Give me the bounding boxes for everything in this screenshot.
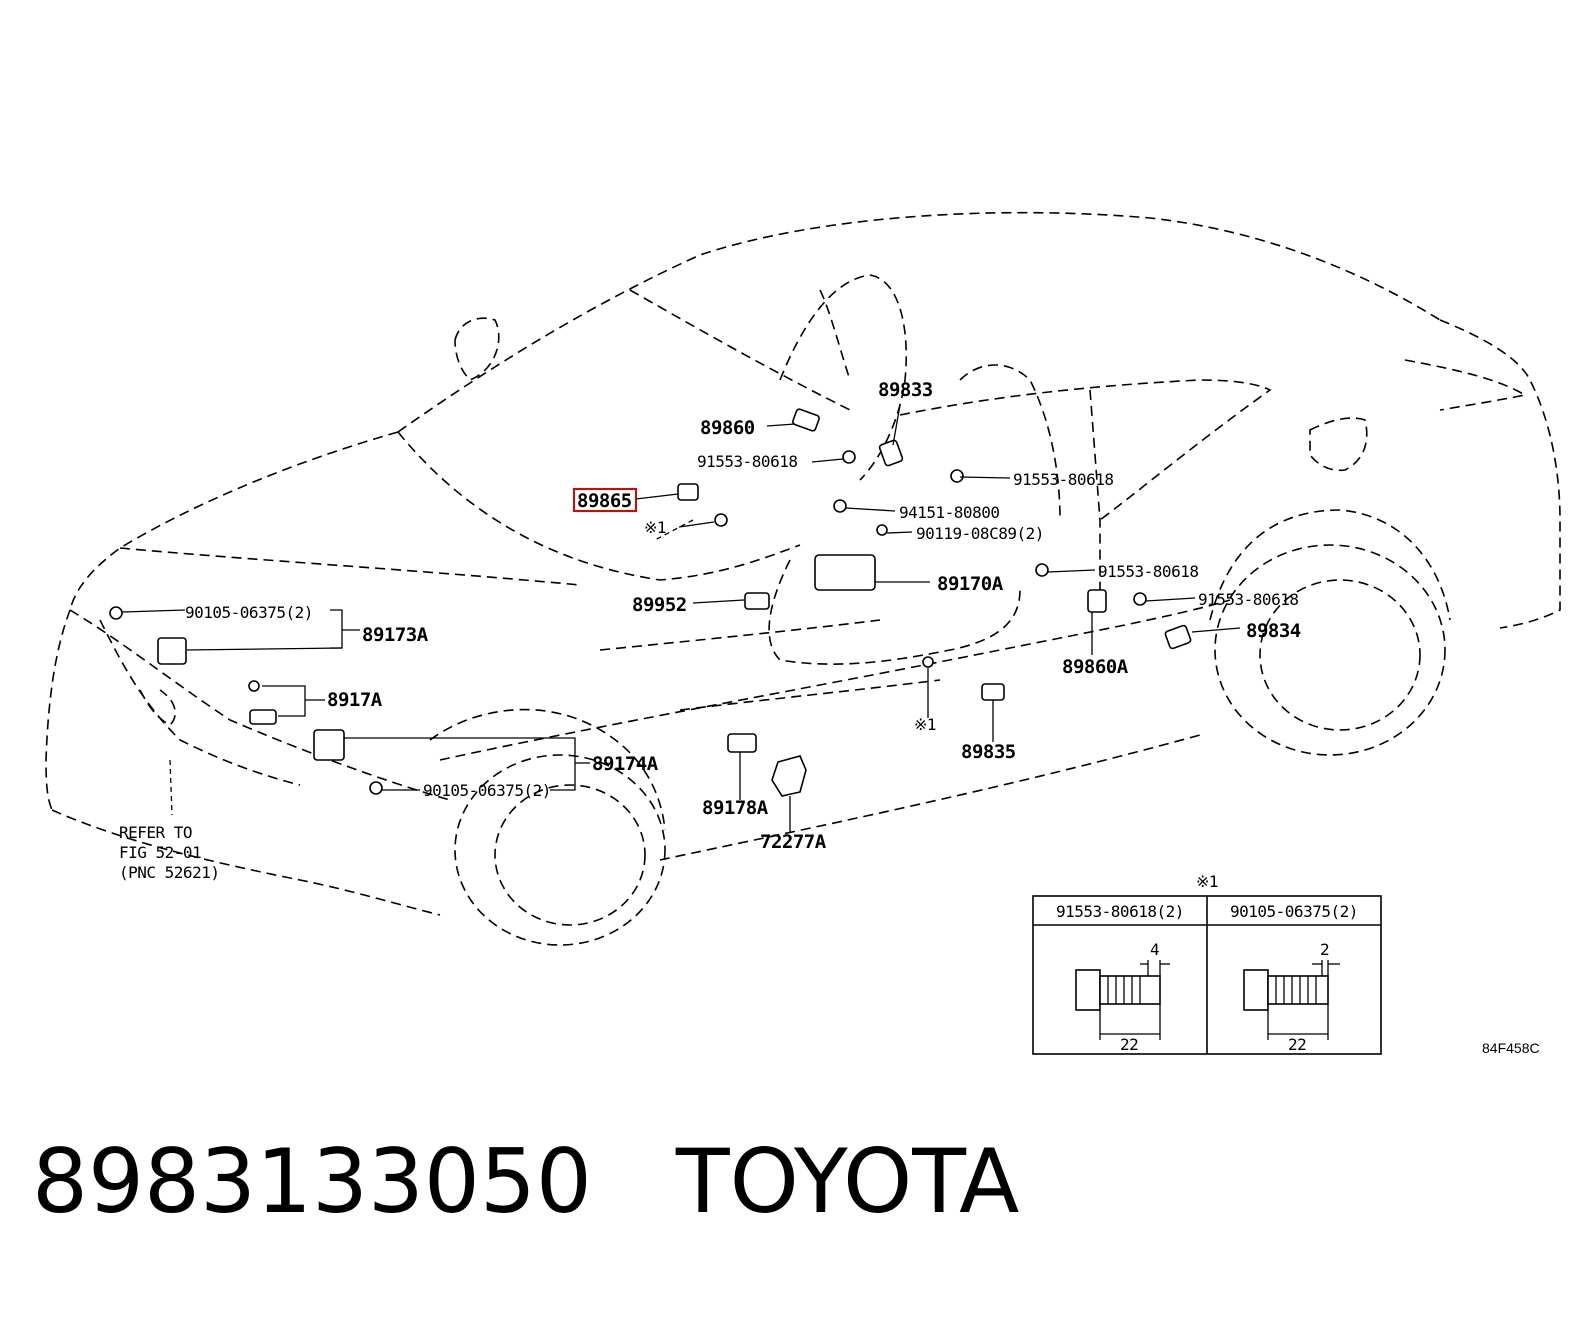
label-72277A: 72277A	[760, 831, 827, 853]
bolt-note1-b	[922, 656, 934, 668]
sensor-89174A	[313, 729, 345, 761]
bolt-91553-a	[842, 450, 856, 464]
label-89860A: 89860A	[1062, 656, 1129, 678]
label-89834: 89834	[1246, 620, 1301, 642]
sensor-89835	[981, 683, 1005, 701]
sensor-89952	[744, 592, 770, 610]
leader-lines	[121, 404, 1241, 832]
label-89170A: 89170A	[937, 573, 1004, 595]
sensor-89860	[792, 408, 820, 432]
ecu-89170A	[814, 554, 876, 591]
table-header-col2: 90105-06375(2)	[1230, 902, 1358, 921]
label-note1-a: ※1	[644, 518, 666, 537]
sensor-89178A	[727, 733, 757, 753]
label-89833: 89833	[878, 379, 933, 401]
label-89865: 89865	[577, 490, 632, 512]
bolt-8917A	[248, 680, 260, 692]
bolt-90105-b	[369, 781, 383, 795]
sensor-89833	[878, 439, 904, 467]
bracket-72277A	[771, 755, 807, 797]
label-89174A: 89174A	[592, 753, 659, 775]
figure-code: 84F458C	[1482, 1040, 1540, 1056]
footer-caption: 8983133050 TOYOTA	[32, 1138, 1019, 1226]
bolt-drawing-1: 4 22	[1075, 940, 1170, 1054]
sensor-89860A	[1087, 589, 1107, 613]
bolt-note1-a	[714, 513, 728, 527]
refer-line-2: FIG 52-01	[119, 843, 201, 862]
parts	[109, 408, 1192, 797]
bolt-detail-table: ※1 91553-80618(2) 90105-06375(2) 4 22	[1032, 872, 1382, 1055]
label-note1-b: ※1	[914, 715, 936, 734]
footer-part-number: 8983133050	[32, 1130, 592, 1233]
highlight-box-89865	[573, 488, 637, 512]
refer-line-1: REFER TO	[119, 823, 192, 842]
bolt-91553-d	[1133, 592, 1147, 606]
label-91553-a: 91553-80618	[697, 452, 797, 471]
bolt2-dim-length: 22	[1288, 1035, 1306, 1054]
label-91553-b: 91553-80618	[1013, 470, 1113, 489]
label-8917A: 8917A	[327, 689, 383, 711]
label-90119: 90119-08C89(2)	[916, 524, 1044, 543]
refer-line-3: (PNC 52621)	[119, 863, 219, 882]
table-header-col1: 91553-80618(2)	[1056, 902, 1184, 921]
footer-brand: TOYOTA	[675, 1130, 1020, 1233]
label-89835: 89835	[961, 741, 1016, 763]
sensor-89834	[1164, 624, 1192, 650]
bolt-drawing-2: 2 22	[1243, 940, 1340, 1054]
bolt1-dim-length: 22	[1120, 1035, 1138, 1054]
bolt2-dim-top: 2	[1320, 940, 1329, 959]
bolt1-dim-top: 4	[1150, 940, 1159, 959]
sensor-8917A	[249, 709, 277, 725]
bolt-90119	[876, 524, 888, 536]
part-labels: 89833 89860 91553-80618 91553-80618 8986…	[119, 379, 1301, 882]
label-91553-d: 91553-80618	[1198, 590, 1298, 609]
nut-94151	[833, 499, 847, 513]
bolt-90105-a	[109, 606, 123, 620]
label-90105-b: 90105-06375(2)	[423, 781, 551, 800]
car-body-outline	[45, 211, 1561, 946]
label-89173A: 89173A	[362, 624, 429, 646]
sensor-89173A	[157, 637, 187, 665]
label-90105-a: 90105-06375(2)	[185, 603, 313, 622]
label-89952: 89952	[632, 594, 687, 616]
label-89178A: 89178A	[702, 797, 769, 819]
bolt-91553-c	[1035, 563, 1049, 577]
label-91553-c: 91553-80618	[1098, 562, 1198, 581]
bolt-91553-b	[950, 469, 964, 483]
label-94151: 94151-80800	[899, 503, 999, 522]
label-89860: 89860	[700, 417, 755, 439]
table-note-mark: ※1	[1196, 872, 1218, 891]
sensor-89865	[677, 483, 699, 501]
